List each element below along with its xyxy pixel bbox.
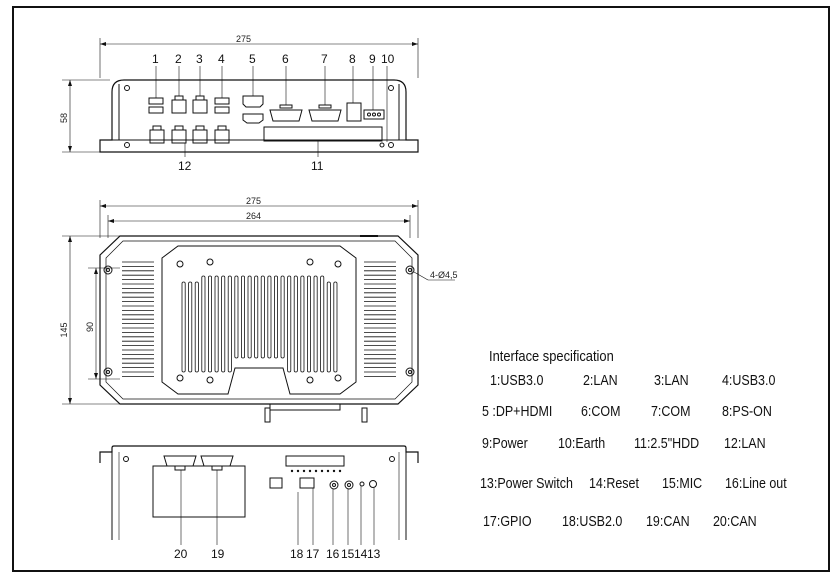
spec-item-20: 20:CAN [713,514,757,530]
callout-18: 18 [290,547,304,561]
top-width-outer-label: 275 [246,196,261,206]
spec-item-19: 19:CAN [646,514,690,530]
fin-bar [260,275,265,359]
fin-bar [207,275,212,373]
pin-dot [338,469,342,473]
callout-5: 5 [249,52,256,66]
pin-dot [302,469,306,473]
callout-4: 4 [218,52,225,66]
spec-item-1: 1:USB3.0 [490,373,544,389]
top-height-outer-label: 145 [59,322,69,337]
fin-bar [234,275,239,359]
spec-item-16: 16:Line out [725,476,787,492]
callout-8: 8 [349,52,356,66]
spec-item-18: 18:USB2.0 [562,514,623,530]
hole-spec-label: 4-Ø4,5 [430,270,458,280]
fin-bar [313,275,318,373]
fin-bar [247,275,252,359]
pin-dot [320,469,324,473]
spec-item-3: 3:LAN [654,373,689,389]
pin-dot [296,469,300,473]
fin-bar [267,275,272,359]
top-width-inner-label: 264 [246,211,261,221]
callout-16: 16 [326,547,340,561]
fin-bar [254,275,259,359]
spec-item-14: 14:Reset [589,476,639,492]
fin-bar [306,275,311,373]
fin-bar [240,275,245,359]
fin-bar [273,275,278,359]
callout-1: 1 [152,52,159,66]
callout-15: 15 [341,547,355,561]
callout-7: 7 [321,52,328,66]
callout-6: 6 [282,52,289,66]
spec-item-9: 9:Power [482,436,528,452]
fin-bar [287,275,292,373]
fin-bar [221,275,226,373]
callout-9: 9 [369,52,376,66]
fin-bar [300,275,305,373]
callout-11: 11 [311,159,324,173]
pin-dot [308,469,312,473]
drawing-frame [12,6,830,572]
spec-item-8: 8:PS-ON [722,404,772,420]
fin-bar [194,281,199,373]
callout-10: 10 [381,52,395,66]
front-view: 275 58 [59,34,419,157]
top-view: 275 264 145 90 [59,196,455,423]
fin-bar [214,275,219,373]
spec-item-11: 11:2.5"HDD [634,436,700,452]
callout-17: 17 [306,547,320,561]
callout-19: 19 [211,547,225,561]
callout-20: 20 [174,547,188,561]
fin-bar [333,281,338,373]
fin-bar [201,275,206,373]
spec-item-2: 2:LAN [583,373,618,389]
fin-bar [181,281,186,373]
spec-item-10: 10:Earth [558,436,606,452]
spec-item-12: 12:LAN [724,436,766,452]
fin-bar [293,275,298,373]
spec-item-17: 17:GPIO [483,514,532,530]
callout-13: 13 [367,547,381,561]
spec-item-15: 15:MIC [662,476,703,492]
callout-12: 12 [178,159,192,173]
pin-dot [314,469,318,473]
spec-item-7: 7:COM [651,404,691,420]
pin-dot [332,469,336,473]
callout-2: 2 [175,52,182,66]
fin-bar [280,275,285,359]
callout-3: 3 [196,52,203,66]
pin-dot [326,469,330,473]
spec-item-4: 4:USB3.0 [722,373,776,389]
front-width-label: 275 [236,34,251,44]
front-callouts: 1 2 3 4 5 6 7 8 9 10 12 11 [152,52,395,173]
spec-item-13: 13:Power Switch [480,476,573,492]
spec-title: Interface specification [489,348,614,365]
top-height-inner-label: 90 [85,322,95,332]
fin-bar [326,281,331,373]
pin-dot [290,469,294,473]
heatsink-fins [122,261,396,377]
callout-14: 14 [354,547,368,561]
spec-item-5: 5 :DP+HDMI [482,404,553,420]
rear-callouts: 20 19 18 17 16 15 14 13 [174,547,381,561]
front-height-label: 58 [59,113,69,123]
spec-item-6: 6:COM [581,404,621,420]
fin-bar [188,281,193,373]
fin-bar [227,275,232,373]
fin-bar [320,275,325,373]
rear-view [99,445,419,545]
gpio-pin-dots [290,469,342,473]
